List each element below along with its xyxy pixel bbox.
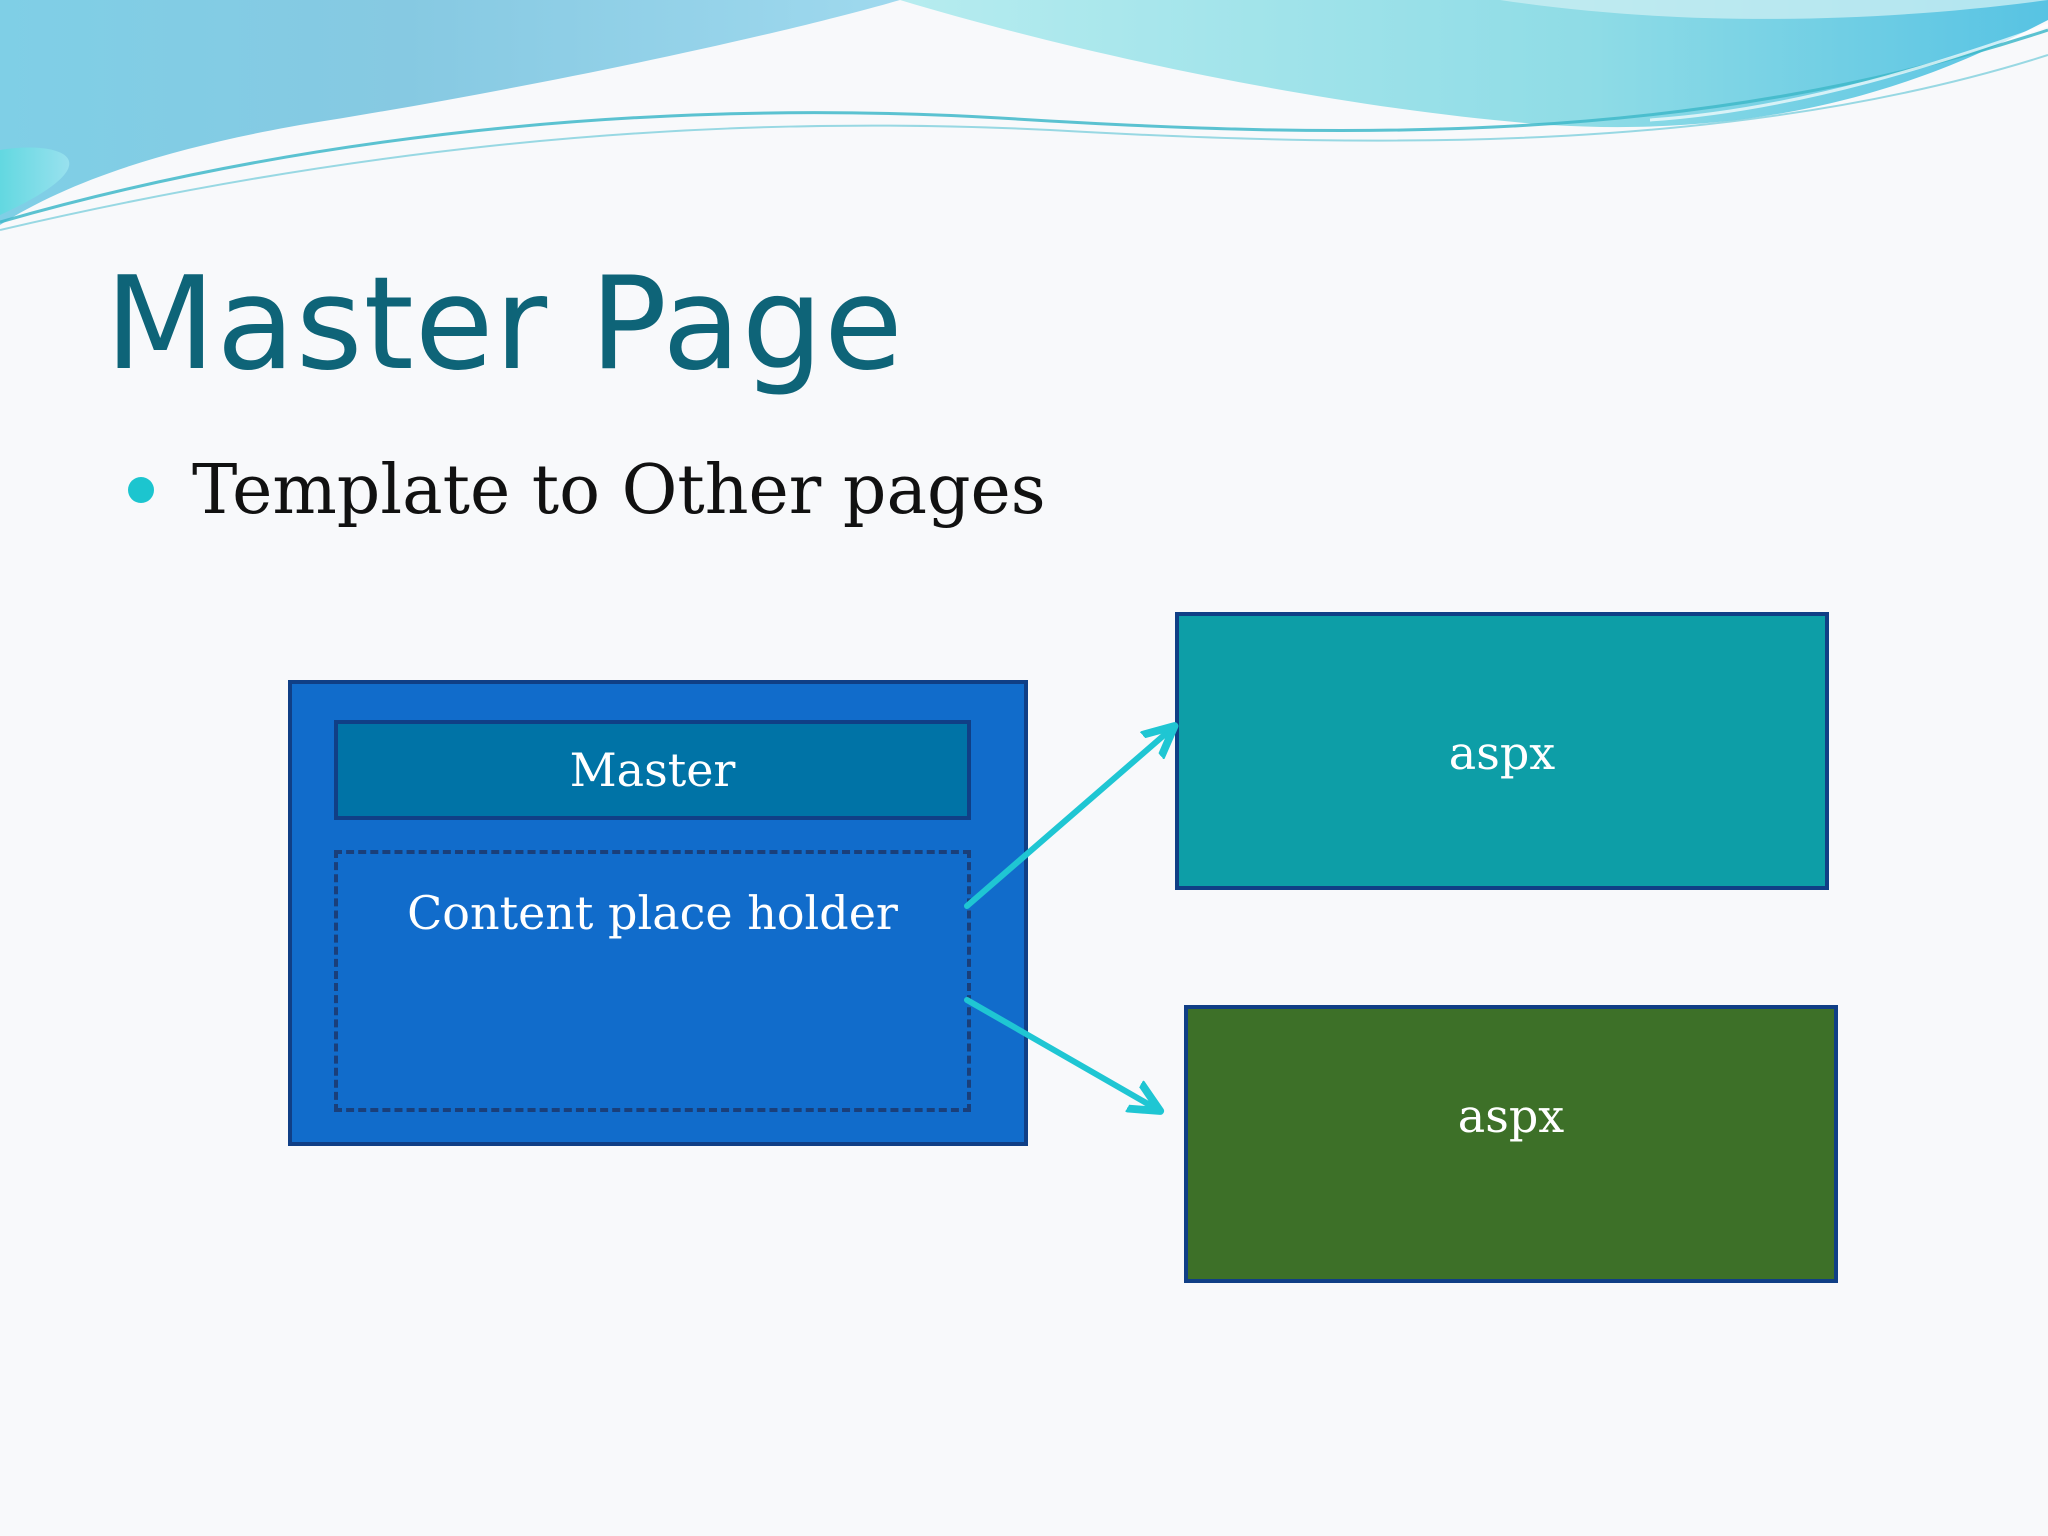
bullet-dot-icon — [128, 477, 154, 503]
master-header-box: Master — [334, 720, 971, 820]
bullet-text: Template to Other pages — [192, 450, 1046, 530]
aspx-page-box-top: aspx — [1175, 612, 1829, 890]
slide-title: Master Page — [105, 250, 904, 399]
aspx-page-box-bottom: aspx — [1184, 1005, 1838, 1283]
aspx-label-top: aspx — [1448, 726, 1556, 780]
master-label: Master — [569, 743, 736, 797]
content-placeholder-box: Content place holder — [334, 850, 971, 1112]
header-wave-decoration — [0, 0, 2048, 231]
content-placeholder-label: Content place holder — [407, 886, 898, 940]
aspx-label-bottom: aspx — [1457, 1089, 1565, 1143]
bullet-item: Template to Other pages — [128, 448, 1046, 532]
